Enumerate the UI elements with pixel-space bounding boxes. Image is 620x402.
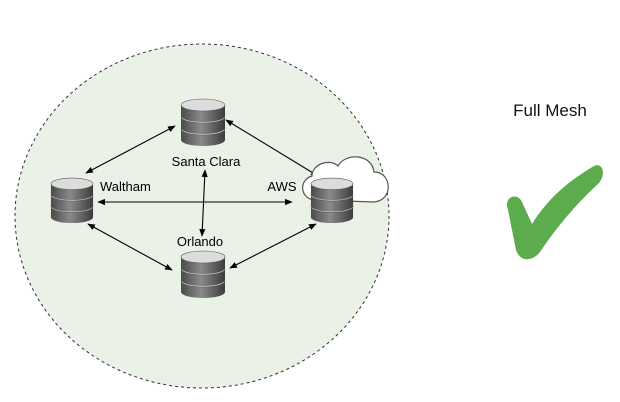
edge-santa-clara-waltham (85, 125, 176, 174)
check-icon (506, 165, 603, 260)
edge-santa-clara-aws (225, 119, 319, 177)
database-icon-aws (310, 177, 354, 224)
node-label-orlando: Orlando (177, 234, 223, 249)
database-icon-santa-clara (180, 98, 226, 147)
diagram-title: Full Mesh (513, 101, 587, 120)
edge-orlando-aws (229, 223, 317, 269)
database-icon-orlando (180, 250, 226, 299)
mesh-edges (85, 119, 319, 271)
node-label-santa-clara: Santa Clara (172, 154, 241, 169)
edge-waltham-orlando (87, 223, 173, 271)
node-label-aws: AWS (267, 179, 296, 194)
database-icon-waltham (50, 177, 94, 224)
node-label-waltham: Waltham (100, 179, 151, 194)
